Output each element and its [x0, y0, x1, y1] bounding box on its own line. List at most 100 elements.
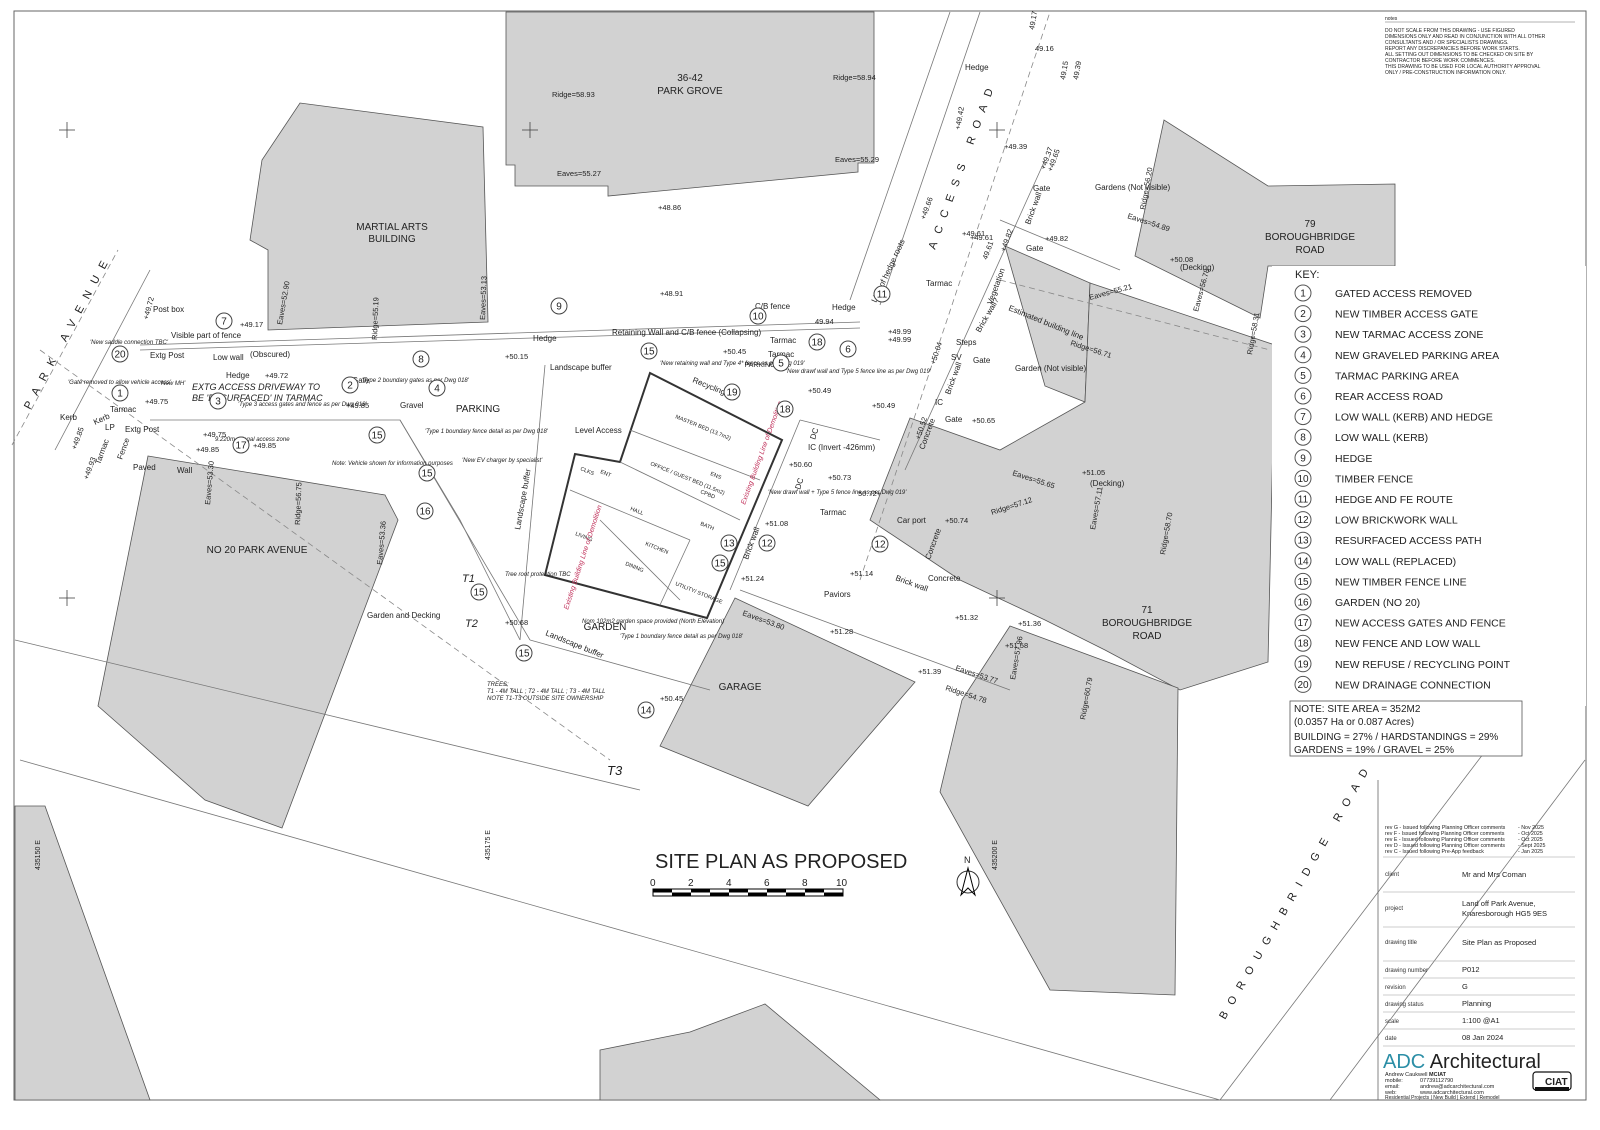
svg-text:Concrete: Concrete [928, 574, 961, 583]
key-number: 5 [1300, 371, 1306, 382]
plan-ref-number: 15 [421, 469, 433, 480]
svg-text:'New MH': 'New MH' [160, 381, 186, 387]
svg-text:Tarmac: Tarmac [926, 279, 952, 288]
key-number-bubble [1294, 428, 1312, 446]
svg-text:+50.49: +50.49 [808, 386, 831, 395]
plan-ref-bubble [873, 285, 891, 303]
key-label: NEW TIMBER ACCESS GATE [1335, 309, 1478, 321]
svg-text:Site Plan as Proposed: Site Plan as Proposed [1462, 938, 1536, 947]
key-label: GARDEN (NO 20) [1335, 597, 1420, 609]
building-southwest [14, 805, 151, 1101]
svg-text:drawing title: drawing title [1385, 940, 1418, 946]
svg-text:08 Jan 2024: 08 Jan 2024 [1462, 1033, 1503, 1042]
plan-ref-number: 18 [779, 405, 791, 416]
svg-text:NO 20 PARK AVENUE: NO 20 PARK AVENUE [207, 545, 308, 556]
key-item: 2 NEW TIMBER ACCESS GATE [1294, 305, 1478, 323]
svg-text:Gravel: Gravel [400, 401, 424, 410]
key-label: NEW REFUSE / RECYCLING POINT [1335, 659, 1511, 671]
svg-text:C/B fence: C/B fence [755, 302, 791, 311]
key-label: NEW TARMAC ACCESS ZONE [1335, 329, 1483, 341]
svg-text:+49.75: +49.75 [203, 430, 226, 439]
svg-text:DC: DC [793, 477, 805, 491]
svg-text:Tarmac: Tarmac [110, 405, 136, 414]
key-label: RESURFACED ACCESS PATH [1335, 535, 1482, 547]
svg-text:Car port: Car port [897, 516, 927, 525]
key-number-bubble [1294, 675, 1312, 693]
svg-text:BUILDING: BUILDING [368, 234, 415, 245]
svg-text:Gate: Gate [1033, 184, 1051, 193]
plan-ref-bubble [418, 464, 436, 482]
plan-ref-number: 13 [723, 539, 735, 550]
svg-text:T1: T1 [462, 573, 475, 585]
key-number: 3 [1300, 330, 1306, 341]
ciat-badge: CIAT [1532, 1071, 1572, 1091]
svg-text:Tarmac: Tarmac [770, 336, 796, 345]
svg-text:+50.74: +50.74 [945, 516, 968, 525]
svg-text:revision: revision [1385, 985, 1406, 991]
north-arrow-icon: N [956, 855, 980, 897]
key-label: LOW WALL (KERB) [1335, 432, 1428, 444]
key-number-bubble [1294, 449, 1312, 467]
svg-text:71: 71 [1141, 605, 1153, 616]
svg-text:+49.82: +49.82 [1045, 234, 1068, 243]
svg-text:Paved: Paved [133, 463, 156, 472]
plan-ref-bubble [749, 307, 767, 325]
svg-text:Eaves=55.29: Eaves=55.29 [835, 155, 879, 164]
svg-text:'Type 3 access gates and fence: 'Type 3 access gates and fence as per Dw… [238, 402, 367, 408]
site-note: NOTE: SITE AREA = 352M2 [1294, 704, 1421, 715]
svg-text:CONSULTANTS AND / OR SPECIALIS: CONSULTANTS AND / OR SPECIALISTS DRAWING… [1385, 40, 1509, 46]
svg-text:+51.58: +51.58 [1005, 641, 1028, 650]
building-martial-arts [249, 102, 489, 331]
key-number: 10 [1297, 474, 1309, 485]
svg-text:ENS: ENS [709, 471, 722, 481]
plan-ref-bubble [111, 384, 129, 402]
title-block: rev G - Issued following Planning Office… [1377, 780, 1575, 1101]
svg-text:Garden and Decking: Garden and Decking [367, 611, 440, 620]
key-number-bubble [1294, 346, 1312, 364]
svg-text:+50.65: +50.65 [972, 416, 995, 425]
grid-label: 435150 E [35, 840, 42, 870]
plan-reference-bubbles: 1234567891011121314151515151515161718181… [111, 285, 891, 719]
svg-text:+51.39: +51.39 [918, 667, 941, 676]
svg-text:'New drawf wall and Type 5 fen: 'New drawf wall and Type 5 fence line as… [786, 369, 932, 375]
annotations: Hedge Retaining Wall and C/B fence (Coll… [60, 63, 1215, 778]
svg-text:Tarmac: Tarmac [768, 350, 794, 359]
key-label: LOW WALL (KERB) AND HEDGE [1335, 412, 1493, 424]
svg-text:Knaresborough HG5 9ES: Knaresborough HG5 9ES [1462, 909, 1547, 918]
svg-text:CIAT: CIAT [1545, 1077, 1568, 1088]
building-row-east-2 [869, 282, 1276, 691]
key-number: 6 [1300, 392, 1306, 403]
svg-text:+49.75: +49.75 [145, 397, 168, 406]
svg-text:Gate: Gate [1026, 244, 1044, 253]
plan-ref-number: 14 [640, 706, 652, 717]
svg-text:49.15: 49.15 [1058, 60, 1070, 80]
svg-text:HALL: HALL [629, 506, 644, 517]
svg-text:- Oct 2025: - Oct 2025 [1518, 837, 1543, 843]
buildings [14, 11, 1396, 1101]
key-label: GATED ACCESS REMOVED [1335, 288, 1472, 300]
plan-ref-bubble [111, 345, 129, 363]
key-label: HEDGE AND FE ROUTE [1335, 494, 1453, 506]
key-number: 2 [1300, 309, 1306, 320]
svg-text:+51.08: +51.08 [765, 519, 788, 528]
svg-text:Eaves=55.27: Eaves=55.27 [557, 169, 601, 178]
key-number: 8 [1300, 433, 1306, 444]
plan-ref-number: 11 [877, 290, 888, 301]
key-label: HEDGE [1335, 453, 1372, 465]
building-labels: 36-42 PARK GROVE MARTIAL ARTS BUILDING N… [207, 73, 1356, 693]
key-number: 4 [1300, 350, 1306, 361]
plan-ref-bubble [470, 583, 488, 601]
plan-ref-bubble [808, 333, 826, 351]
svg-text:+50.68: +50.68 [505, 618, 528, 627]
svg-text:BE 'RESURFACED' IN TARMAC: BE 'RESURFACED' IN TARMAC [192, 393, 323, 403]
key-number-bubble [1294, 572, 1312, 590]
svg-text:+49.72: +49.72 [265, 371, 288, 380]
svg-text:+49.85: +49.85 [346, 401, 369, 410]
key-number: 16 [1297, 598, 1309, 609]
plan-ref-bubble [416, 502, 434, 520]
